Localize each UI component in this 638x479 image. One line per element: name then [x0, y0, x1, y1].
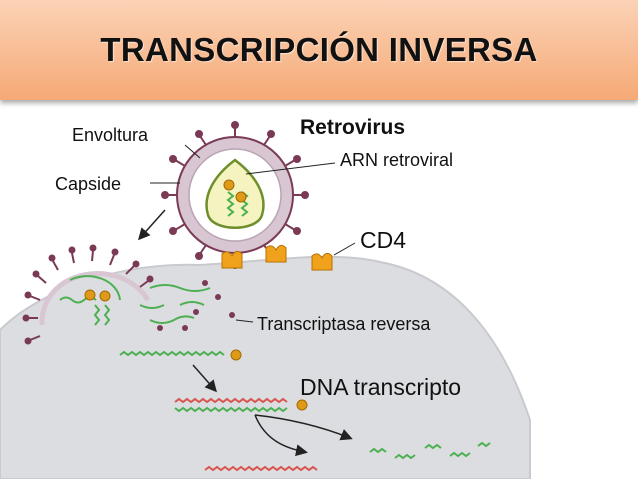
dna-single-strand	[204, 465, 318, 472]
title-bar: TRANSCRIPCIÓN INVERSA	[0, 0, 638, 100]
retrovirus-diagram: Retrovirus Envoltura Capside ARN retrovi…	[0, 116, 531, 479]
label-transcriptasa: Transcriptasa reversa	[257, 314, 431, 334]
budding-virion	[22, 244, 154, 345]
dna-hybrid-bottom	[174, 406, 288, 413]
label-cd4: CD4	[360, 227, 406, 253]
rt-enzyme-2	[296, 399, 308, 411]
label-retrovirus: Retrovirus	[300, 116, 405, 139]
label-arn-retroviral: ARN retroviral	[340, 150, 453, 170]
cd4-receptors	[221, 244, 333, 271]
capsid	[205, 158, 265, 229]
rna-strands	[139, 284, 211, 324]
dna-hybrid-top	[174, 397, 288, 404]
label-envoltura: Envoltura	[72, 125, 149, 145]
process-arrows	[138, 209, 353, 457]
label-capside: Capside	[55, 174, 121, 194]
page-title: TRANSCRIPCIÓN INVERSA	[100, 31, 538, 68]
rna-template	[119, 350, 225, 357]
label-dna-transcripto: DNA transcripto	[300, 374, 461, 400]
rt-enzyme	[230, 349, 242, 361]
leader-lines	[150, 144, 356, 323]
retrovirus-particle	[161, 121, 309, 269]
rna-fragments	[369, 441, 491, 460]
enzyme-scatter	[157, 280, 235, 331]
